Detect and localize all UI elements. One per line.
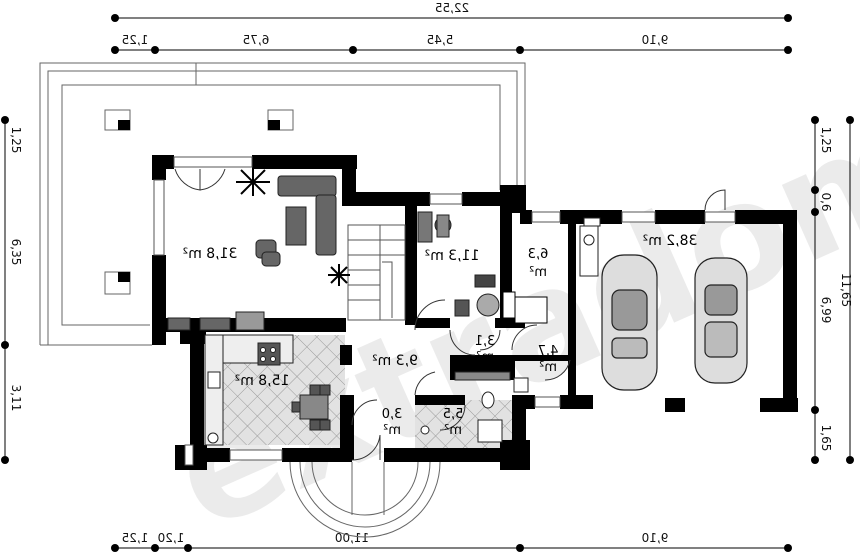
dim-bottom-2: 1,20 [158,531,185,545]
dim-left-2: 6,35 [9,239,23,266]
svg-text:15,8 m²: 15,8 m² [235,373,290,389]
staircase [347,224,406,321]
dim-top-4: 9,10 [642,33,669,47]
dim-top-2: 6,75 [243,33,270,47]
svg-text:6,99: 6,99 [819,297,833,324]
svg-text:5,5: 5,5 [443,407,464,422]
windows [153,156,736,466]
label-garage: 38,2 m² [643,233,698,249]
svg-text:m²: m² [529,265,547,280]
svg-text:m²: m² [539,360,557,375]
dim-right-4: 1,65 [819,425,833,452]
svg-text:22,55: 22,55 [435,1,469,15]
label-boiler: 6,3 m² [528,247,549,280]
label-utility: 4,7 m² [538,344,559,375]
dim-right-1: 1,25 [819,127,833,154]
svg-text:11,65: 11,65 [839,273,853,307]
dim-top-total: 22,55 [435,1,469,15]
door-swings [174,168,726,461]
dim-left-1: 1,25 [9,127,23,154]
svg-text:9,3 m²: 9,3 m² [372,353,418,369]
dimension-dots [1,14,854,552]
svg-text:4,7: 4,7 [538,344,559,359]
svg-text:1,25: 1,25 [122,531,149,545]
label-bathroom: 5,5 m² [443,407,464,438]
dim-right-3: 6,99 [819,297,833,324]
svg-text:1,25: 1,25 [9,127,23,154]
entry-steps [289,461,441,538]
dim-bottom-1: 1,25 [122,531,149,545]
label-closet: 3,1 m² [475,334,496,365]
dim-left-3: 3,11 [9,385,23,412]
svg-text:31,8 m²: 31,8 m² [183,246,238,262]
office-furniture [417,211,548,324]
terrace [39,62,526,346]
dim-right-2: 0,6 [819,192,833,211]
svg-text:6,3: 6,3 [528,247,549,262]
label-hall: 9,3 m² [372,353,418,369]
label-kitchen: 15,8 m² [235,373,290,389]
dim-top-3: 5,45 [427,33,454,47]
label-living: 31,8 m² [183,246,238,262]
svg-text:1,65: 1,65 [819,425,833,452]
svg-text:m²: m² [476,350,494,365]
label-wc: 3,0 m² [382,407,403,438]
dim-right-total: 11,65 [839,273,853,307]
svg-text:5,45: 5,45 [427,33,454,47]
svg-text:1,25: 1,25 [819,127,833,154]
svg-text:38,2 m²: 38,2 m² [643,233,698,249]
svg-text:3,1: 3,1 [475,334,496,349]
label-office: 11,3 m² [425,248,480,264]
terrace-columns [104,109,294,295]
plant-icon [236,168,350,286]
svg-text:0,6: 0,6 [819,192,833,211]
svg-text:9,10: 9,10 [642,531,669,545]
svg-text:1,25: 1,25 [122,33,149,47]
svg-text:6,35: 6,35 [9,239,23,266]
garage-fixtures [579,217,601,277]
svg-text:3,0: 3,0 [382,407,403,422]
svg-text:m²: m² [444,423,462,438]
svg-text:11,3 m²: 11,3 m² [425,248,480,264]
kitchen-fixtures [204,334,331,446]
car-icon [601,254,748,391]
svg-text:3,11: 3,11 [9,385,23,412]
dim-bottom-4: 9,10 [642,531,669,545]
dimension-lines [4,17,851,549]
svg-text:9,10: 9,10 [642,33,669,47]
svg-text:m²: m² [383,423,401,438]
dim-top-1: 1,25 [122,33,149,47]
living-furniture [167,175,337,331]
svg-text:6,75: 6,75 [243,33,270,47]
svg-text:1,20: 1,20 [158,531,185,545]
bath-fixtures [420,371,529,443]
